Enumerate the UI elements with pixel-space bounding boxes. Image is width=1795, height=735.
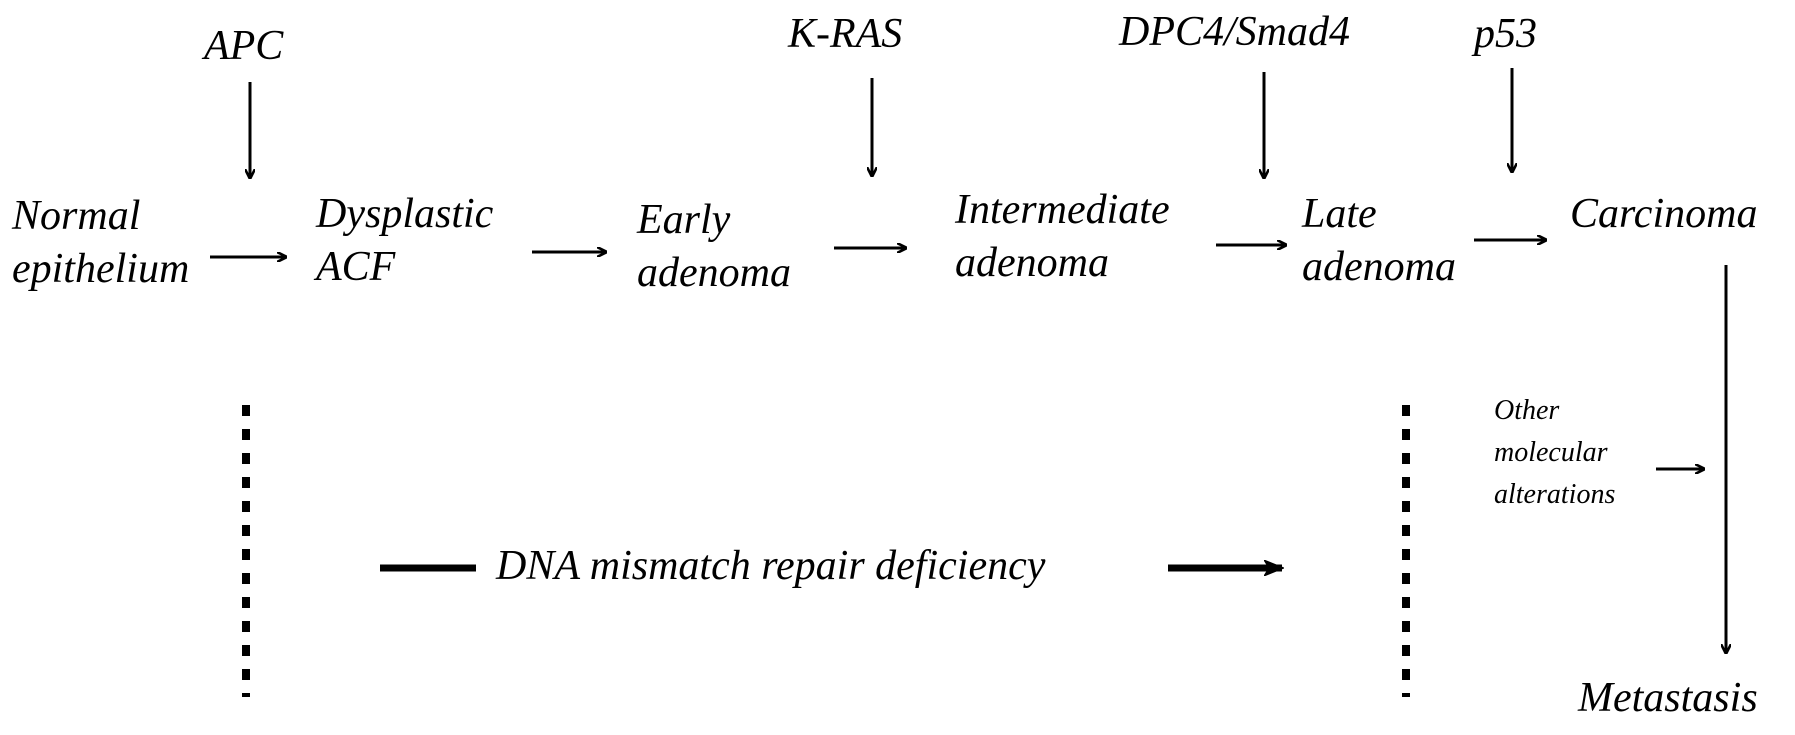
- stage-late-line2: adenoma: [1302, 244, 1456, 291]
- stage-metastasis: Metastasis: [1578, 675, 1758, 721]
- gene-label-p53: p53: [1474, 11, 1537, 57]
- stage-dysplastic-line1: Dysplastic: [316, 191, 494, 237]
- stage-normal-line1: Normal: [12, 193, 141, 239]
- stage-normal-line2: epithelium: [12, 246, 190, 293]
- other-alterations-line3: alterations: [1494, 479, 1616, 510]
- stage-intermediate-line1: Intermediate: [955, 187, 1170, 233]
- stage-intermediate: Intermediate adenoma: [955, 184, 1170, 291]
- other-alterations-label: Other molecular alterations: [1494, 390, 1615, 516]
- other-alterations-line1: Other: [1494, 395, 1560, 426]
- stage-dysplastic-line2: ACF: [316, 244, 396, 291]
- mismatch-repair-label: DNA mismatch repair deficiency: [496, 543, 1046, 589]
- gene-label-dpc4: DPC4/Smad4: [1119, 9, 1350, 55]
- gene-label-apc: APC: [204, 23, 284, 69]
- other-alterations-line2: molecular: [1494, 437, 1608, 468]
- gene-label-kras: K-RAS: [788, 11, 903, 57]
- stage-early: Early adenoma: [637, 194, 791, 301]
- stage-carcinoma-line1: Carcinoma: [1570, 191, 1758, 237]
- stage-early-line2: adenoma: [637, 250, 791, 297]
- stage-late-line1: Late: [1302, 191, 1377, 237]
- stage-early-line1: Early: [637, 197, 731, 243]
- stage-late: Late adenoma: [1302, 188, 1456, 295]
- stage-normal: Normal epithelium: [12, 190, 189, 297]
- stage-dysplastic: Dysplastic ACF: [316, 188, 493, 295]
- stage-intermediate-line2: adenoma: [955, 240, 1109, 287]
- stage-carcinoma: Carcinoma: [1570, 188, 1757, 241]
